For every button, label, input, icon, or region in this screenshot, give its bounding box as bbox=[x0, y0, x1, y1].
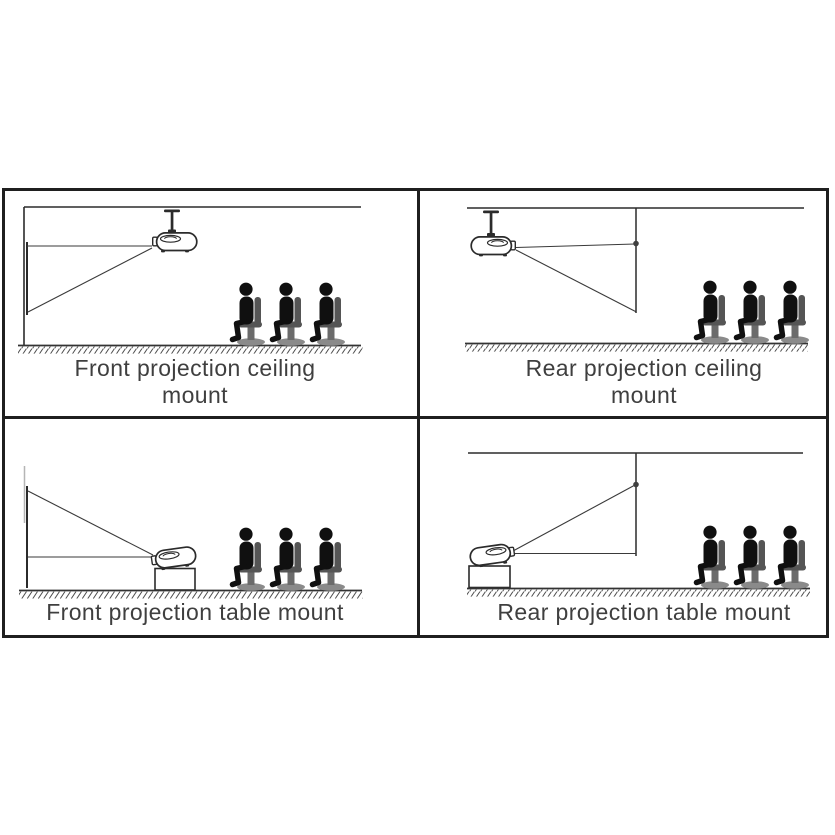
ceiling-mount-bracket-icon bbox=[164, 209, 180, 233]
front-ceiling-drawing bbox=[18, 206, 363, 354]
floor-hatch bbox=[18, 346, 363, 354]
panel-caption: Rear projection ceiling mount bbox=[525, 355, 763, 408]
panel-caption: Rear projection table mount bbox=[497, 599, 791, 625]
audience-person-icon bbox=[233, 528, 266, 591]
audience-person-icon bbox=[777, 281, 810, 344]
panel-front-ceiling: Front projection ceiling mount bbox=[5, 191, 420, 419]
projector-icon bbox=[470, 236, 517, 258]
floor bbox=[465, 342, 808, 352]
room-lines bbox=[23, 206, 361, 346]
audience-person-icon bbox=[313, 528, 346, 591]
audience bbox=[233, 528, 346, 591]
floor-hatch bbox=[19, 591, 363, 599]
rear-table-drawing bbox=[467, 452, 826, 597]
audience-person-icon bbox=[737, 526, 770, 589]
floor bbox=[467, 587, 810, 597]
audience-person-icon bbox=[697, 281, 730, 344]
panel-caption: Front projection ceiling mount bbox=[74, 355, 316, 408]
projector-icon bbox=[151, 232, 198, 254]
table-stand bbox=[154, 567, 196, 591]
front-table-drawing bbox=[19, 466, 363, 599]
floor-hatch bbox=[467, 589, 810, 597]
projection-beam bbox=[27, 245, 153, 313]
panel-rear-table: Rear projection table mount bbox=[420, 419, 826, 635]
floor bbox=[18, 344, 363, 354]
audience-person-icon bbox=[313, 283, 346, 346]
audience bbox=[697, 281, 810, 344]
panel-rear-ceiling: Rear projection ceiling mount bbox=[420, 191, 826, 419]
audience bbox=[697, 526, 810, 589]
projection-beam bbox=[512, 484, 636, 555]
projection-beam bbox=[515, 243, 636, 312]
projector-icon bbox=[468, 542, 517, 570]
audience bbox=[233, 283, 346, 346]
projector-icon bbox=[149, 545, 198, 573]
screen-dot bbox=[633, 240, 639, 247]
audience-person-icon bbox=[273, 283, 306, 346]
floor-hatch bbox=[465, 344, 808, 352]
audience-person-icon bbox=[273, 528, 306, 591]
screen-dot bbox=[633, 481, 639, 488]
audience-person-icon bbox=[697, 526, 730, 589]
ceiling-mount-bracket-icon bbox=[483, 210, 499, 237]
audience-person-icon bbox=[233, 283, 266, 346]
panel-caption: Front projection table mount bbox=[46, 599, 344, 625]
projection-beam bbox=[27, 490, 154, 558]
audience-person-icon bbox=[737, 281, 770, 344]
table-stand bbox=[468, 565, 511, 589]
panel-front-table: Front projection table mount bbox=[5, 419, 420, 635]
floor bbox=[19, 589, 363, 599]
rear-ceiling-drawing bbox=[465, 207, 826, 352]
audience-person-icon bbox=[777, 526, 810, 589]
projection-setup-figure: Front projection ceiling mount bbox=[2, 188, 829, 638]
